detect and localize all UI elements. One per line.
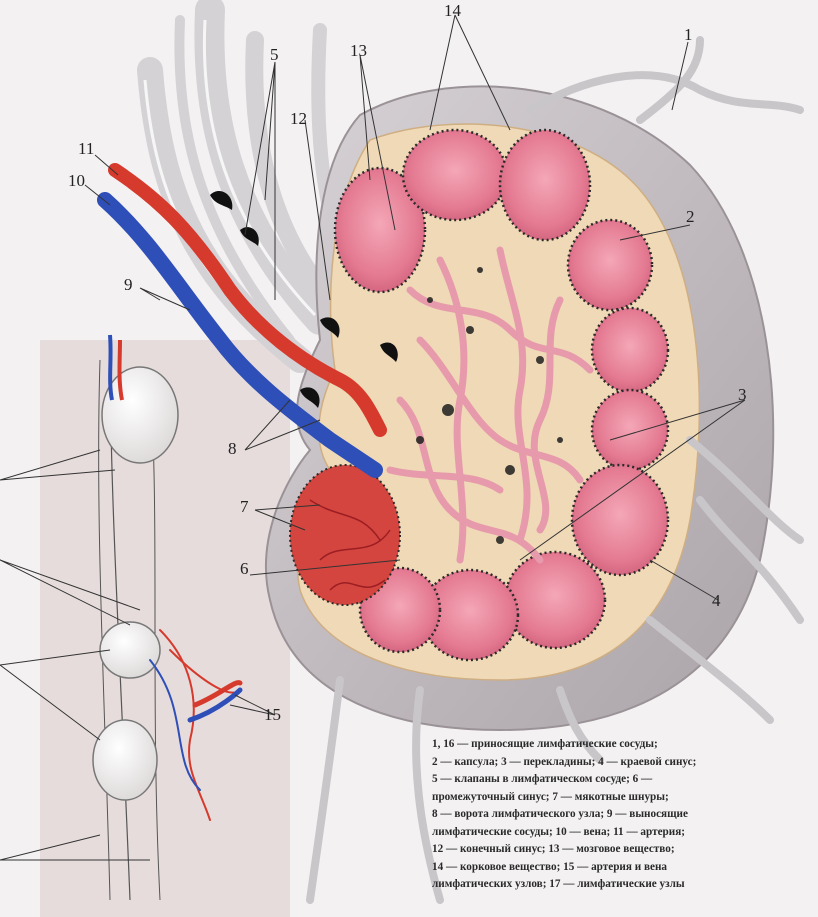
label-6: 6	[240, 560, 249, 577]
legend-line: 8 — ворота лимфатического узла; 9 — выно…	[432, 806, 812, 824]
label-4: 4	[712, 592, 721, 609]
label-10: 10	[68, 172, 85, 189]
legend-line: 2 — капсула; 3 — перекладины; 4 — краево…	[432, 754, 812, 772]
label-2: 2	[686, 208, 695, 225]
label-11: 11	[78, 140, 94, 157]
legend-line: 1, 16 — приносящие лимфатические сосуды;	[432, 736, 812, 754]
legend-line: лимфатических узлов; 17 — лимфатические …	[432, 876, 812, 894]
label-15: 15	[264, 706, 281, 723]
label-5: 5	[270, 46, 279, 63]
label-7: 7	[240, 498, 249, 515]
legend-line: 12 — конечный синус; 13 — мозговое вещес…	[432, 841, 812, 859]
label-1: 1	[684, 26, 693, 43]
label-12: 12	[290, 110, 307, 127]
legend-line: 5 — клапаны в лимфатическом сосуде; 6 —	[432, 771, 812, 789]
figure-legend: 1, 16 — приносящие лимфатические сосуды;…	[432, 736, 812, 894]
pulp-cords	[290, 465, 400, 605]
label-14: 14	[444, 2, 461, 19]
label-3: 3	[738, 386, 747, 403]
label-9: 9	[124, 276, 133, 293]
legend-line: 14 — корковое вещество; 15 — артерия и в…	[432, 859, 812, 877]
legend-line: лимфатические сосуды; 10 — вена; 11 — ар…	[432, 824, 812, 842]
legend-line: промежуточный синус; 7 — мякотные шнуры;	[432, 789, 812, 807]
label-8: 8	[228, 440, 237, 457]
label-13: 13	[350, 42, 367, 59]
